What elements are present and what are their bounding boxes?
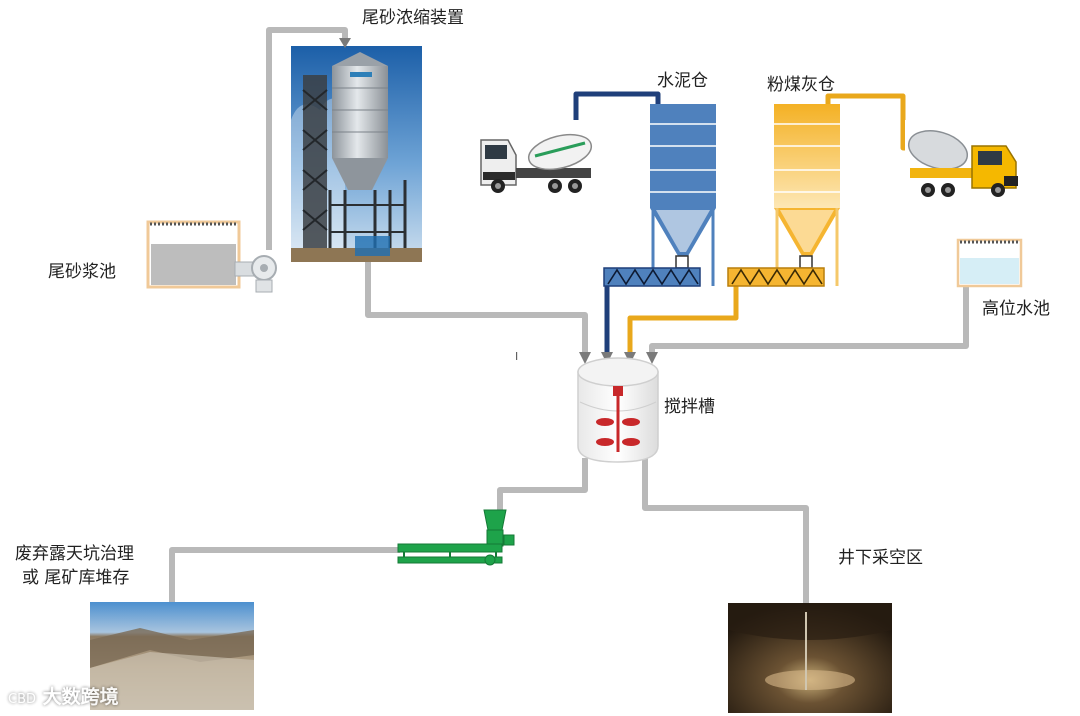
pipe-pump-to-thickener [266, 27, 348, 250]
label-mixer: 搅拌槽 [664, 397, 715, 417]
flyash-truck-icon [905, 120, 1025, 206]
cement-silo [650, 104, 716, 286]
gray-pipes [169, 27, 969, 615]
label-thickener: 尾砂浓缩装置 [362, 8, 464, 28]
green-pump-icon [397, 509, 515, 566]
label-underground: 井下采空区 [838, 548, 923, 568]
pipe-cement-screw-to-mixer [604, 281, 618, 352]
flyash-silo [774, 104, 840, 286]
slurry-pool [146, 220, 241, 289]
water-tank [956, 238, 1023, 288]
thickener-image [291, 46, 422, 262]
pipe-green-pump-to-disposal [169, 547, 400, 615]
pipe-flyash-screw-to-mixer [627, 284, 739, 352]
pipe-mixer-to-underground [642, 458, 809, 612]
text-cursor-mark: I [515, 350, 519, 363]
pipe-truck-to-cement-silo [573, 91, 661, 140]
cement-truck-icon [474, 120, 614, 200]
pipe-water-to-mixer [649, 286, 969, 352]
label-disposal-line1: 废弃露天坑治理 [15, 544, 134, 564]
mixer-agitator-icon [596, 386, 640, 452]
label-slurry-pool: 尾砂浆池 [48, 262, 116, 282]
screw-conveyor-icon [603, 267, 701, 287]
label-cement-silo: 水泥仓 [657, 71, 708, 91]
screw-conveyor-flyash-icon [727, 267, 825, 287]
label-flyash-silo: 粉煤灰仓 [767, 75, 835, 95]
label-disposal-line2: 或 尾矿库堆存 [22, 568, 130, 588]
label-water-tank: 高位水池 [982, 299, 1050, 319]
pipe-mixer-to-green-pump [497, 458, 588, 512]
watermark-logo: CBD [8, 692, 37, 707]
watermark-text: 大数跨境 [42, 686, 119, 708]
watermark: CBD 大数跨境 [8, 682, 119, 709]
pipe-truck-to-flyash-silo [825, 93, 910, 151]
pipe-thickener-to-mixer [365, 262, 588, 352]
open-pit-image [90, 602, 254, 710]
pump-icon [234, 255, 277, 293]
underground-image [728, 603, 892, 713]
